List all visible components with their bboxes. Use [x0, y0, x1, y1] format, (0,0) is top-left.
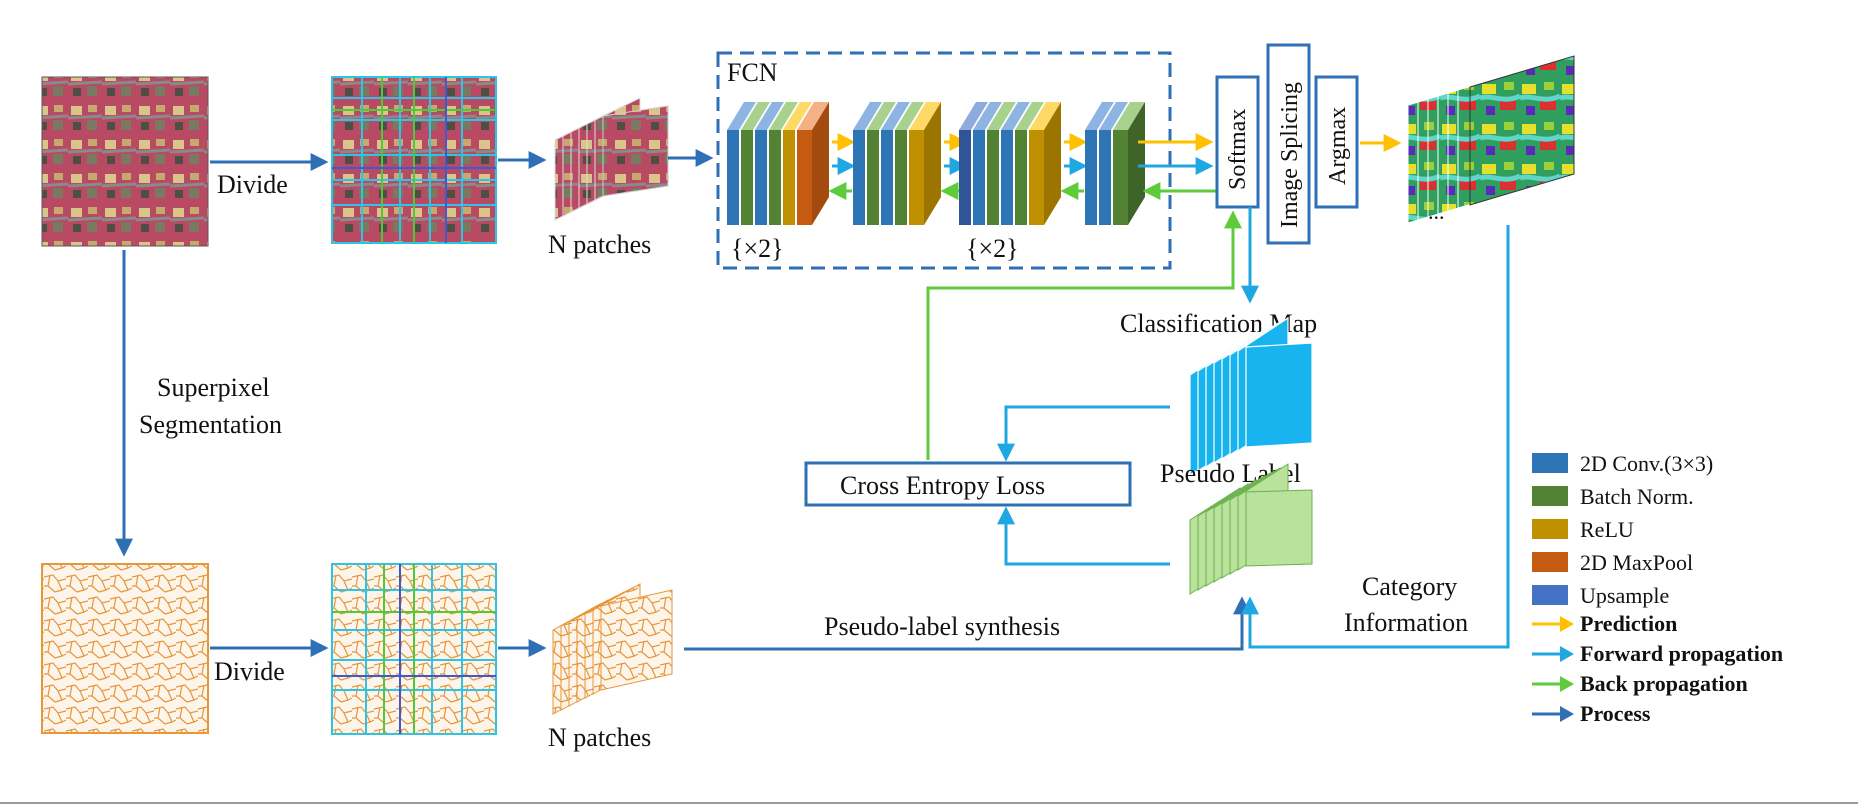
- batch-norm-layer: [769, 102, 798, 225]
- legend-arrow-label: Prediction: [1580, 611, 1677, 636]
- divide-label-top: Divide: [217, 170, 288, 199]
- fcn-box: [716, 51, 1172, 270]
- repeat-label-2: {×2}: [966, 234, 1019, 263]
- relu-layer: [909, 102, 941, 225]
- backprop-loop-arrow: [926, 210, 1242, 460]
- legend-arrow-label: Back propagation: [1580, 671, 1748, 696]
- fcn-block-2: [853, 102, 941, 225]
- batch-norm-layer: [1113, 102, 1145, 225]
- conv-layer: [1099, 102, 1128, 225]
- legend-label: 2D Conv.(3×3): [1580, 451, 1713, 476]
- output-ellipsis: ...: [1428, 199, 1445, 224]
- batch-norm-layer: [741, 102, 770, 225]
- legend-swatch: [1532, 585, 1568, 605]
- argmax-box: [1314, 75, 1359, 209]
- relu-layer: [1029, 102, 1061, 225]
- maxpool-layer: [797, 102, 829, 225]
- legend-label: 2D MaxPool: [1580, 550, 1693, 575]
- divided-superpixel-grid: [331, 563, 497, 735]
- legend-arrow-label: Forward propagation: [1580, 641, 1783, 666]
- cross-entropy-label: Cross Entropy Loss: [840, 471, 1045, 500]
- category-info-arrow: [1241, 225, 1510, 649]
- upsample-layer: [1085, 102, 1114, 225]
- fcn-block-4: [1085, 102, 1145, 225]
- bottom-divider: [0, 802, 1858, 804]
- legend-swatch: [1532, 453, 1568, 473]
- n-patches-label-top: N patches: [548, 230, 651, 259]
- fcn-title: FCN: [727, 58, 778, 87]
- legend-swatch: [1532, 519, 1568, 539]
- input-aerial-image: [41, 76, 209, 247]
- legend-label: Batch Norm.: [1580, 484, 1694, 509]
- fcn-block-3: [959, 102, 1061, 225]
- repeat-label-1: {×2}: [731, 234, 784, 263]
- superpixel-label-1: Superpixel: [157, 373, 270, 402]
- batch-norm-layer: [867, 102, 896, 225]
- legend: 2D Conv.(3×3) Batch Norm. ReLU 2D MaxPoolUp…: [1532, 451, 1783, 726]
- pseudolabel-to-loss-arrow: [997, 506, 1170, 566]
- classmap-to-loss-arrow: [997, 405, 1170, 462]
- batch-norm-layer: [1015, 102, 1044, 225]
- superpixel-image: [41, 563, 209, 734]
- output-map-stack: [1407, 55, 1575, 224]
- image-splicing-label: Image Splicing: [1277, 82, 1303, 228]
- softmax-box: [1215, 75, 1260, 209]
- legend-label: ReLU: [1580, 517, 1634, 542]
- synthesis-arrow: [684, 596, 1251, 651]
- fcn-block-1: [727, 102, 829, 225]
- category-label-1: Category: [1362, 572, 1457, 601]
- conv-layer: [755, 102, 784, 225]
- pseudo-label-stack: [1189, 463, 1313, 595]
- conv-layer: [881, 102, 910, 225]
- legend-arrow-label: Process: [1580, 701, 1651, 726]
- patch-stack-top: [554, 97, 669, 221]
- classification-map-stack: [1189, 316, 1313, 477]
- argmax-label: Argmax: [1325, 107, 1351, 185]
- softmax-label: Softmax: [1225, 109, 1251, 190]
- conv-layer: [1001, 102, 1030, 225]
- upsample-layer: [853, 102, 882, 225]
- n-patches-label-bottom: N patches: [548, 723, 651, 752]
- cross-entropy-box: [804, 461, 1132, 507]
- image-splicing-box: [1266, 43, 1311, 245]
- conv-layer: [973, 102, 1002, 225]
- upsample-layer: [959, 102, 988, 225]
- legend-swatch: [1532, 552, 1568, 572]
- legend-arrow: [1532, 616, 1574, 632]
- divide-label-bottom: Divide: [214, 657, 285, 686]
- legend-arrow: [1532, 706, 1574, 722]
- batch-norm-layer: [895, 102, 924, 225]
- patch-stack-bottom: [552, 583, 673, 715]
- legend-label: Upsample: [1580, 583, 1669, 608]
- relu-layer: [783, 102, 812, 225]
- category-label-2: Information: [1344, 608, 1468, 637]
- legend-swatch: [1532, 486, 1568, 506]
- synthesis-label: Pseudo-label synthesis: [824, 612, 1060, 641]
- conv-layer: [727, 102, 756, 225]
- divided-aerial-grid: [331, 76, 497, 244]
- legend-arrow: [1532, 676, 1574, 692]
- batch-norm-layer: [987, 102, 1016, 225]
- legend-arrow: [1532, 646, 1574, 662]
- superpixel-label-2: Segmentation: [139, 410, 282, 439]
